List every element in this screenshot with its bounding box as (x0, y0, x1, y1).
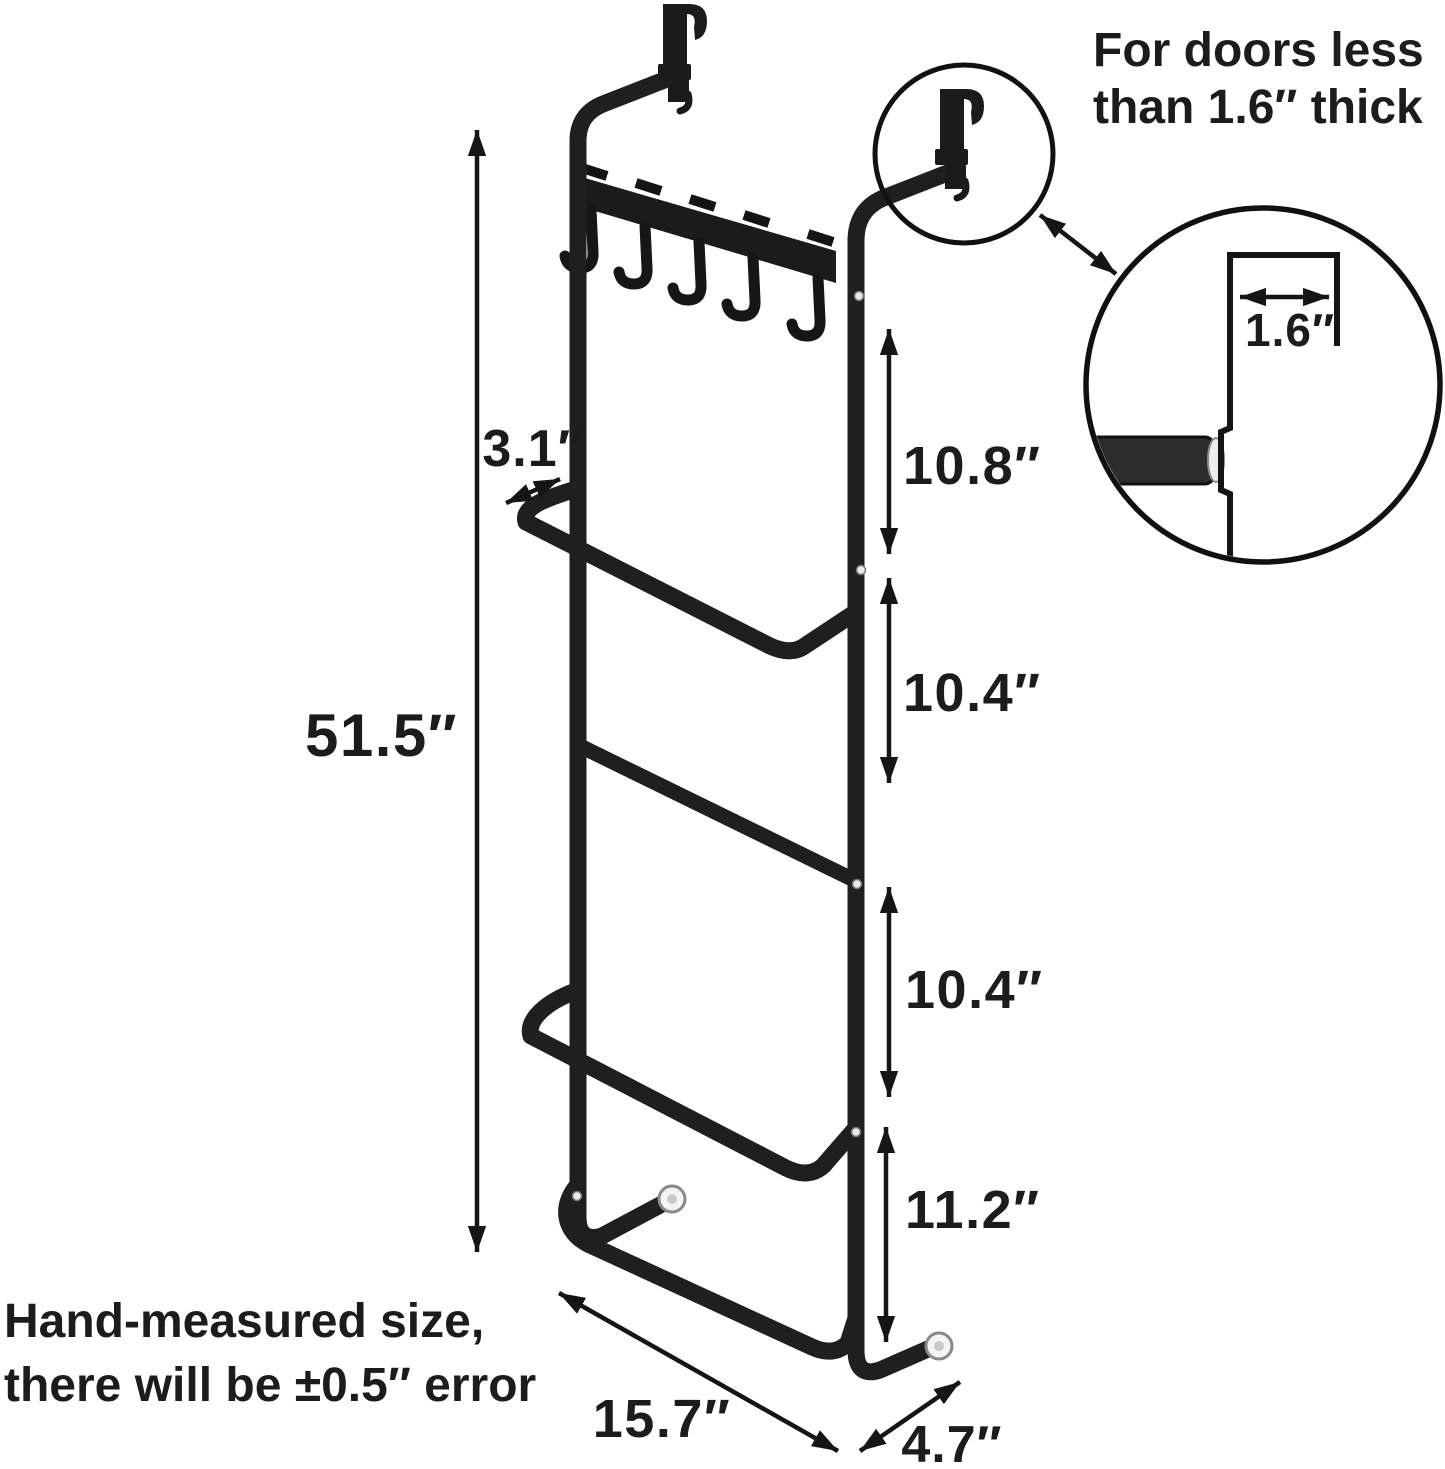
right-foot-cap-center (934, 1341, 944, 1351)
section-lower-middle-label: 10.4″ (905, 960, 1043, 1020)
hook-rail-bar (578, 176, 836, 283)
right-door-hook-collar (935, 149, 968, 165)
depth-label: 4.7″ (901, 1416, 1002, 1469)
dimension-overall-height: 51.5″ (305, 129, 487, 1253)
rail-clip (634, 178, 663, 196)
bar-depth-arrow (505, 476, 561, 506)
section-bottom-label: 11.2″ (905, 1180, 1041, 1240)
left-frame-tube (569, 70, 676, 1246)
accessory-hook (721, 252, 761, 322)
measure-note-line1: Hand-measured size, (4, 1295, 484, 1348)
dimension-section-top: 10.8″ (879, 328, 1041, 555)
joint-screw (851, 878, 863, 890)
dimension-bar-depth: 3.1″ (482, 420, 583, 506)
hook-profile-outline (1218, 252, 1340, 559)
section-top-label: 10.8″ (903, 436, 1041, 496)
measurement-disclaimer-note: Hand-measured size, there will be ±0.5″ … (4, 1295, 536, 1412)
door-compatibility-note: For doors less than 1.6″ thick (1093, 24, 1424, 134)
joint-screws (571, 290, 867, 1202)
bar-depth-label: 3.1″ (482, 420, 583, 478)
right-door-hook-curl (964, 88, 984, 125)
width-label: 15.7″ (593, 1389, 731, 1449)
rail-clip (688, 194, 717, 212)
left-door-hook-curl (687, 3, 707, 40)
left-foot-cap-center (667, 1194, 677, 1204)
joint-screw (850, 1126, 862, 1138)
joint-screw (571, 1190, 583, 1202)
middle-flat-rail (570, 737, 864, 889)
left-door-hook-lower (668, 80, 689, 102)
accessory-hook (613, 220, 653, 290)
right-door-hook (935, 88, 984, 202)
left-door-hook-tab (676, 90, 693, 115)
hook-detail-callout: 1.6″ (872, 62, 1443, 565)
section-upper-middle-label: 10.4″ (903, 663, 1041, 723)
small-callout-circle (872, 62, 1056, 246)
tube-cross-section (1089, 435, 1216, 486)
dimension-section-upper-middle: 10.4″ (879, 577, 1041, 784)
overall-height-label: 51.5″ (305, 702, 458, 769)
depth-arrow (858, 1380, 962, 1453)
right-door-hook-tab (953, 177, 970, 202)
door-note-line1: For doors less (1093, 24, 1424, 77)
accessory-hook (667, 236, 707, 306)
right-door-hook-lower (945, 165, 966, 189)
callout-connector-arrow (1038, 213, 1118, 276)
towel-bar-middle (521, 982, 865, 1182)
callout-contents (1089, 252, 1340, 559)
door-thickness-label: 1.6″ (1245, 304, 1335, 356)
accessory-hook (786, 272, 826, 342)
dimension-section-bottom: 11.2″ (876, 1126, 1041, 1343)
rail-clip (742, 210, 771, 228)
rail-clip (806, 229, 835, 247)
right-frame-tube (847, 163, 959, 1381)
measure-note-line2: there will be ±0.5″ error (4, 1359, 536, 1412)
joint-screw (853, 290, 865, 302)
width-arrow (557, 1291, 840, 1453)
left-door-hook (658, 3, 707, 115)
left-door-hook-collar (658, 64, 691, 80)
large-callout-circle (1083, 205, 1443, 565)
door-note-line2: than 1.6″ thick (1093, 81, 1423, 134)
joint-screw (855, 564, 867, 576)
towel-bar-bottom (558, 1177, 865, 1360)
dimension-section-lower-middle: 10.4″ (879, 886, 1043, 1098)
dimension-width: 15.7″ (557, 1291, 840, 1453)
dimension-depth: 4.7″ (858, 1380, 1002, 1469)
